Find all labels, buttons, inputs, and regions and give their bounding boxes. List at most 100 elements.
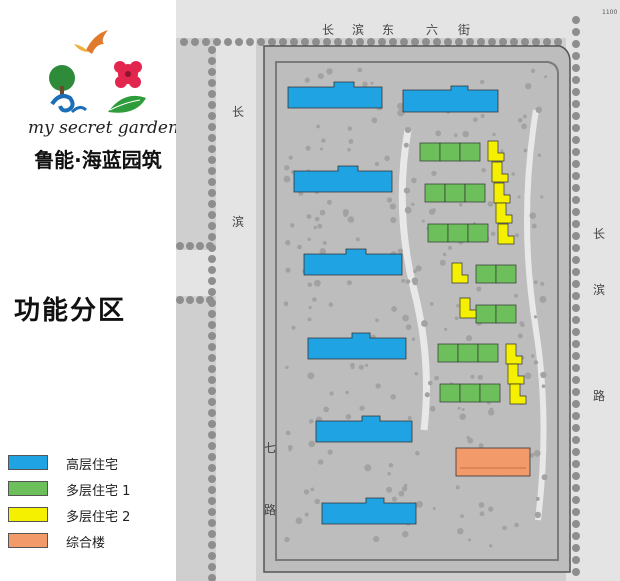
landscape-shrub: [476, 286, 482, 292]
tree: [572, 40, 580, 48]
landscape-shrub: [288, 155, 293, 160]
landscape-shrub: [530, 68, 536, 73]
multi-storey-1-unit: [459, 383, 481, 403]
landscape-shrub: [462, 130, 469, 138]
tree: [208, 57, 216, 65]
landscape-shrub: [375, 318, 379, 323]
tree: [208, 211, 216, 219]
landscape-shrub: [429, 302, 434, 306]
landscape-shrub: [444, 327, 448, 331]
tree: [312, 38, 320, 46]
landscape-shrub: [531, 223, 537, 229]
tree: [572, 160, 580, 168]
landscape-shrub: [375, 383, 381, 389]
landscape-shrub: [479, 511, 485, 517]
landscape-shrub: [345, 414, 352, 420]
landscape-shrub: [307, 237, 311, 241]
landscape-shrub: [370, 81, 374, 85]
landscape-shrub: [489, 544, 493, 548]
landscape-shrub: [387, 472, 391, 476]
landscape-shrub: [435, 130, 442, 137]
multi-storey-2-unit: [491, 161, 509, 183]
landscape-shrub: [428, 380, 433, 386]
tree: [208, 332, 216, 340]
landscape-shrub: [544, 75, 548, 79]
landscape-shrub: [305, 145, 311, 151]
landscape-shrub: [389, 203, 396, 210]
landscape-shrub: [285, 267, 291, 273]
landscape-shrub: [412, 280, 418, 286]
tree: [208, 266, 216, 274]
landscape-shrub: [317, 73, 324, 80]
tree: [572, 196, 580, 204]
landscape-shrub: [326, 68, 333, 75]
landscape-shrub: [457, 406, 461, 410]
landscape-shrub: [539, 295, 547, 303]
tree: [572, 316, 580, 324]
tree: [521, 38, 529, 46]
multi-storey-2-unit: [451, 262, 469, 284]
landscape-shrub: [431, 170, 437, 177]
tree: [257, 38, 265, 46]
landscape-shrub: [513, 293, 518, 298]
landscape-shrub: [514, 522, 519, 528]
landscape-shrub: [284, 536, 290, 543]
landscape-shrub: [472, 117, 478, 122]
tree: [208, 552, 216, 560]
tree: [206, 242, 214, 250]
tree: [208, 409, 216, 417]
landscape-shrub: [404, 126, 412, 134]
landscape-shrub: [517, 333, 523, 339]
tree: [572, 244, 580, 252]
landscape-shrub: [348, 138, 354, 144]
multi-storey-1-unit: [439, 142, 461, 162]
tree: [572, 172, 580, 180]
landscape-shrub: [533, 450, 541, 457]
landscape-shrub: [470, 374, 475, 379]
high-rise-building: [321, 497, 417, 525]
landscape-shrub: [364, 464, 372, 472]
tree: [455, 38, 463, 46]
west-road-label-2: 滨: [232, 214, 244, 229]
landscape-shrub: [390, 216, 397, 224]
landscape-shrub: [487, 409, 495, 416]
landscape-shrub: [355, 237, 360, 242]
tree: [208, 574, 216, 581]
landscape-shrub: [306, 214, 312, 219]
landscape-shrub: [308, 305, 312, 310]
landscape-shrub: [317, 459, 324, 465]
landscape-shrub: [525, 83, 532, 90]
landscape-shrub: [350, 365, 355, 370]
multi-storey-2-unit: [507, 363, 525, 385]
multi-storey-1-unit: [479, 383, 501, 403]
garden-logo-icon: [49, 30, 146, 114]
multi-storey-1-unit: [475, 304, 497, 324]
tree: [208, 376, 216, 384]
tree: [208, 387, 216, 395]
tree: [572, 388, 580, 396]
landscape-shrub: [541, 474, 548, 481]
multi-storey-1-unit: [419, 142, 441, 162]
landscape-shrub: [442, 252, 447, 257]
tree: [208, 354, 216, 362]
landscape-shrub: [283, 175, 291, 183]
multi-storey-1-unit: [427, 223, 449, 243]
tree: [572, 292, 580, 300]
tree: [191, 38, 199, 46]
landscape-shrub: [397, 248, 403, 254]
tree: [208, 156, 216, 164]
landscape-shrub: [390, 394, 396, 400]
landscape-shrub: [308, 440, 316, 448]
legend-label-complex-building: 综合楼: [66, 536, 106, 551]
tree: [572, 124, 580, 132]
landscape-shrub: [303, 489, 310, 495]
multi-storey-1-unit: [477, 343, 499, 363]
high-rise-building: [293, 165, 393, 193]
legend-label-high-rise: 高层住宅: [66, 458, 119, 473]
tree: [208, 541, 216, 549]
landscape-shrub: [521, 123, 527, 130]
tree: [422, 38, 430, 46]
landscape-shrub: [523, 148, 528, 153]
landscape-shrub: [285, 430, 291, 436]
landscape-shrub: [524, 372, 532, 380]
